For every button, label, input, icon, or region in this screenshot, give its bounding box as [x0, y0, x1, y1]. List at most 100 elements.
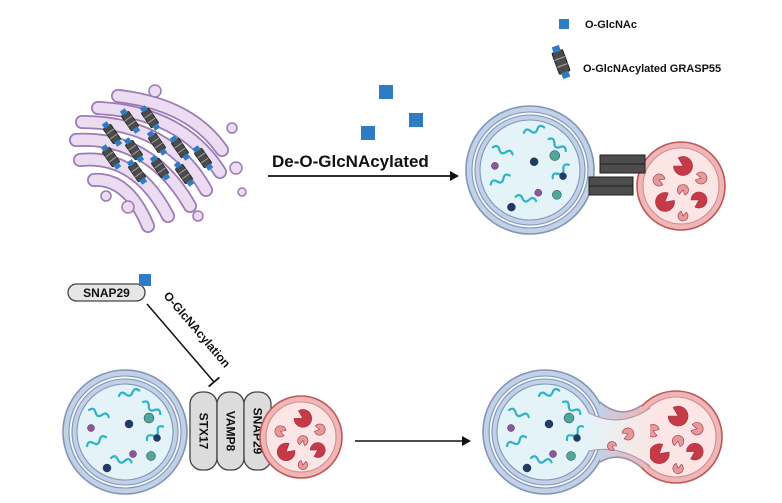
cargo-teal-dot — [552, 190, 562, 200]
grasp55-bar — [599, 163, 646, 174]
released-oglcnac-group — [361, 85, 423, 140]
cargo-navy-dot — [522, 463, 532, 473]
grasp55-stripe — [134, 171, 143, 178]
deglycosylation-label: De-O-GlcNAcylated — [272, 152, 429, 171]
grasp55-stripe — [127, 120, 136, 127]
cargo-purple-dot — [549, 450, 557, 458]
grasp55-tether-bars — [588, 154, 646, 196]
cargo-squiggle — [537, 387, 561, 398]
hydrolase-pink — [313, 423, 326, 436]
oglcnac-tag — [152, 123, 161, 131]
grasp55-stripe — [105, 151, 114, 158]
grasp55-stripe — [131, 149, 140, 156]
grasp55-stripe — [554, 55, 566, 61]
cargo-teal-dot — [563, 412, 575, 424]
grasp55-stripe — [147, 117, 156, 124]
oglcnac-tag — [186, 179, 195, 187]
grasp55-stripe — [144, 112, 153, 119]
cargo-squiggle — [522, 124, 546, 134]
cargo-squiggle — [505, 435, 528, 448]
golgi-apparatus — [69, 84, 247, 233]
grasp55-icon — [149, 155, 171, 181]
grasp55-stripe — [174, 142, 183, 149]
golgi-vesicle — [121, 200, 135, 214]
cargo-teal-dot — [549, 150, 561, 161]
oglcnac-tag — [149, 155, 158, 163]
deglycosylation-arrow: De-O-GlcNAcylated — [268, 152, 459, 181]
autophagosome-top — [465, 105, 595, 235]
golgi-vesicle — [192, 210, 204, 222]
cargo-navy-dot — [573, 434, 581, 442]
oglcnac-tag — [159, 148, 168, 156]
grasp55-icon — [101, 121, 123, 147]
hydrolase-pink — [607, 441, 617, 451]
golgi-vesicle — [237, 187, 247, 197]
arrow-head — [462, 436, 471, 446]
grasp55-stripe — [109, 133, 118, 140]
hydrolase-pink — [677, 184, 689, 196]
grasp55-bar — [599, 154, 646, 165]
grasp55-stripe — [178, 168, 187, 175]
neck-outer-edge-bottom — [599, 456, 643, 469]
grasp55-icon — [192, 145, 214, 171]
oglcnac-square — [409, 113, 423, 127]
cargo-teal-dot — [146, 451, 156, 461]
golgi-vesicle — [100, 190, 112, 202]
grasp55-stripe — [106, 128, 115, 135]
snap29-oglcnac-tag — [139, 274, 151, 286]
hydrolase-red — [649, 443, 670, 464]
cargo-navy-dot — [153, 434, 161, 442]
hydrolase-pink — [677, 210, 689, 222]
oglcnac-square — [361, 126, 375, 140]
grasp55-stripe — [197, 152, 206, 159]
hydrolase-red — [293, 409, 312, 428]
oglcnac-square — [379, 85, 393, 99]
oglcnac-tag — [132, 126, 141, 134]
hydrolase-red — [310, 442, 326, 458]
hydrolase-pink — [621, 427, 635, 441]
cargo-purple-dot — [507, 424, 515, 432]
cargo-squiggle — [117, 387, 141, 398]
hydrolase-pink — [672, 463, 684, 474]
hydrolase-pink — [274, 425, 287, 438]
snare-complex: STX17 VAMP8 SNAP29 — [189, 391, 272, 471]
oglcnac-tag — [123, 137, 132, 145]
oglcnac-tag — [182, 153, 191, 161]
grasp55-stripe — [157, 167, 166, 174]
hydrolase-pink — [652, 173, 666, 187]
grasp55-icon — [123, 137, 145, 163]
neck-lumen — [589, 408, 650, 466]
oglcnac-tag — [139, 105, 148, 113]
oglcnac-tag — [113, 162, 122, 170]
grasp55-icon — [146, 130, 168, 156]
grasp55-stripe — [200, 157, 209, 164]
golgi-cisterna — [87, 172, 155, 233]
oglcnac-tag — [192, 145, 201, 153]
golgi-vesicle — [148, 84, 162, 98]
grasp55-stripe — [151, 137, 160, 144]
grasp55-stripe — [154, 162, 163, 169]
oglcnac-tag — [119, 108, 128, 116]
cisterna-lumen — [74, 154, 174, 222]
cargo-purple-dot — [129, 450, 137, 458]
cargo-squiggle — [109, 455, 133, 464]
cargo-squiggle — [561, 400, 582, 416]
oglcnac-tag — [126, 159, 135, 167]
grasp55-stripe — [128, 144, 137, 151]
grasp55-stripe — [177, 147, 186, 154]
cargo-teal-dot — [566, 451, 576, 461]
autolysosome-autophagosome-part — [482, 369, 608, 495]
grasp55-stripe — [154, 142, 163, 149]
arrow-head — [450, 171, 459, 181]
inhibition-connector: O-GlcNAcylation — [146, 289, 233, 388]
cargo-teal-dot — [143, 412, 155, 424]
snap29-protein: SNAP29 — [67, 274, 151, 302]
grasp55-icon — [551, 44, 571, 80]
cargo-purple-dot — [87, 424, 95, 432]
cisterna-lumen — [112, 90, 228, 156]
cargo-purple-dot — [491, 162, 499, 170]
cisterna-lumen — [88, 174, 154, 232]
snap29-label: SNAP29 — [83, 286, 130, 300]
golgi-cisterna — [73, 152, 175, 223]
legend-grasp55-icon — [551, 44, 571, 80]
